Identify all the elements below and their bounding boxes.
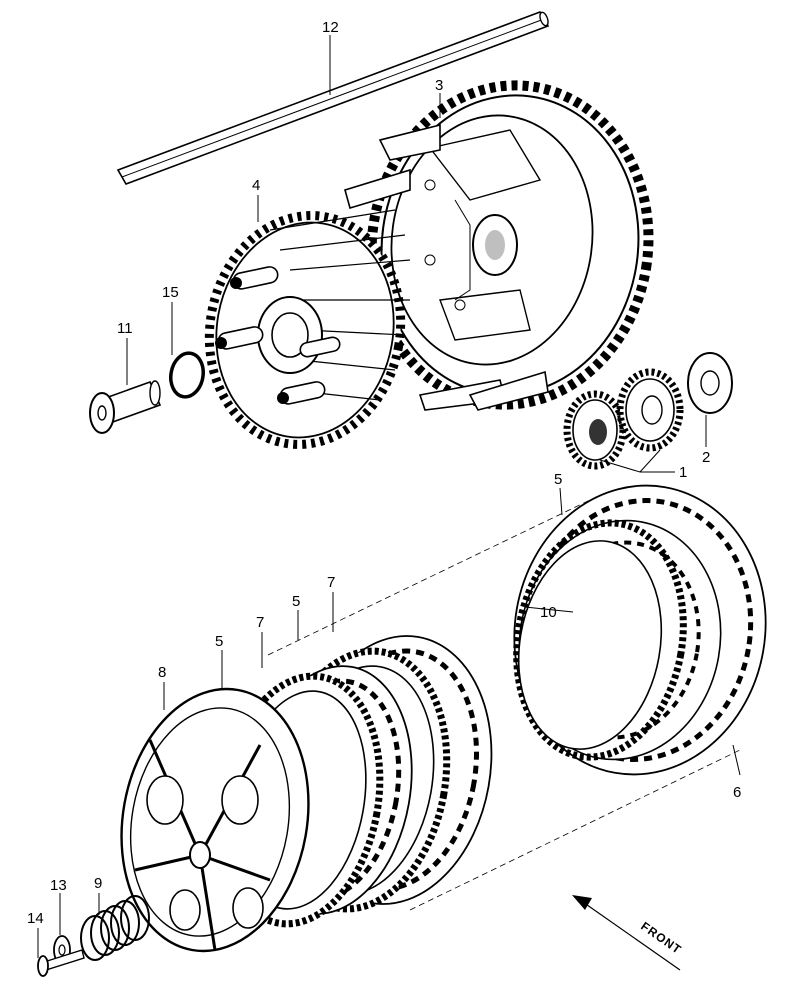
label-11: 11 bbox=[117, 320, 133, 337]
assembly-guide-lines bbox=[267, 499, 741, 911]
clutch-outer-housing bbox=[344, 80, 654, 411]
label-5-front: 5 bbox=[215, 633, 223, 650]
clutch-center bbox=[204, 209, 411, 449]
label-14: 14 bbox=[27, 910, 44, 927]
label-13: 13 bbox=[50, 877, 67, 894]
label-2: 2 bbox=[702, 449, 710, 466]
collar bbox=[89, 380, 162, 434]
leader-lines bbox=[37, 35, 741, 958]
part-labels: 12 3 4 15 11 2 1 5 10 6 7 5 7 5 8 9 13 1… bbox=[27, 19, 741, 927]
label-10: 10 bbox=[540, 604, 557, 621]
label-4: 4 bbox=[252, 177, 260, 194]
label-7-rear: 7 bbox=[327, 574, 335, 591]
pressure-plate bbox=[120, 687, 310, 953]
snap-ring bbox=[169, 351, 205, 399]
rear-plate-group bbox=[513, 484, 767, 776]
label-12: 12 bbox=[322, 19, 339, 36]
label-6: 6 bbox=[733, 784, 741, 801]
label-3: 3 bbox=[435, 77, 443, 94]
label-5-middle: 5 bbox=[292, 593, 300, 610]
bolt bbox=[37, 949, 85, 977]
primary-gears bbox=[563, 368, 684, 470]
front-direction-arrow: FRONT bbox=[572, 895, 684, 971]
thrust-washer bbox=[687, 352, 733, 414]
label-8: 8 bbox=[158, 664, 166, 681]
label-9: 9 bbox=[94, 875, 102, 892]
label-1: 1 bbox=[679, 464, 687, 481]
label-7-front: 7 bbox=[256, 614, 264, 631]
front-label: FRONT bbox=[638, 919, 684, 957]
pushrod bbox=[116, 11, 550, 185]
label-15: 15 bbox=[162, 284, 179, 301]
label-5-rear: 5 bbox=[554, 471, 562, 488]
clutch-spring bbox=[80, 895, 150, 961]
